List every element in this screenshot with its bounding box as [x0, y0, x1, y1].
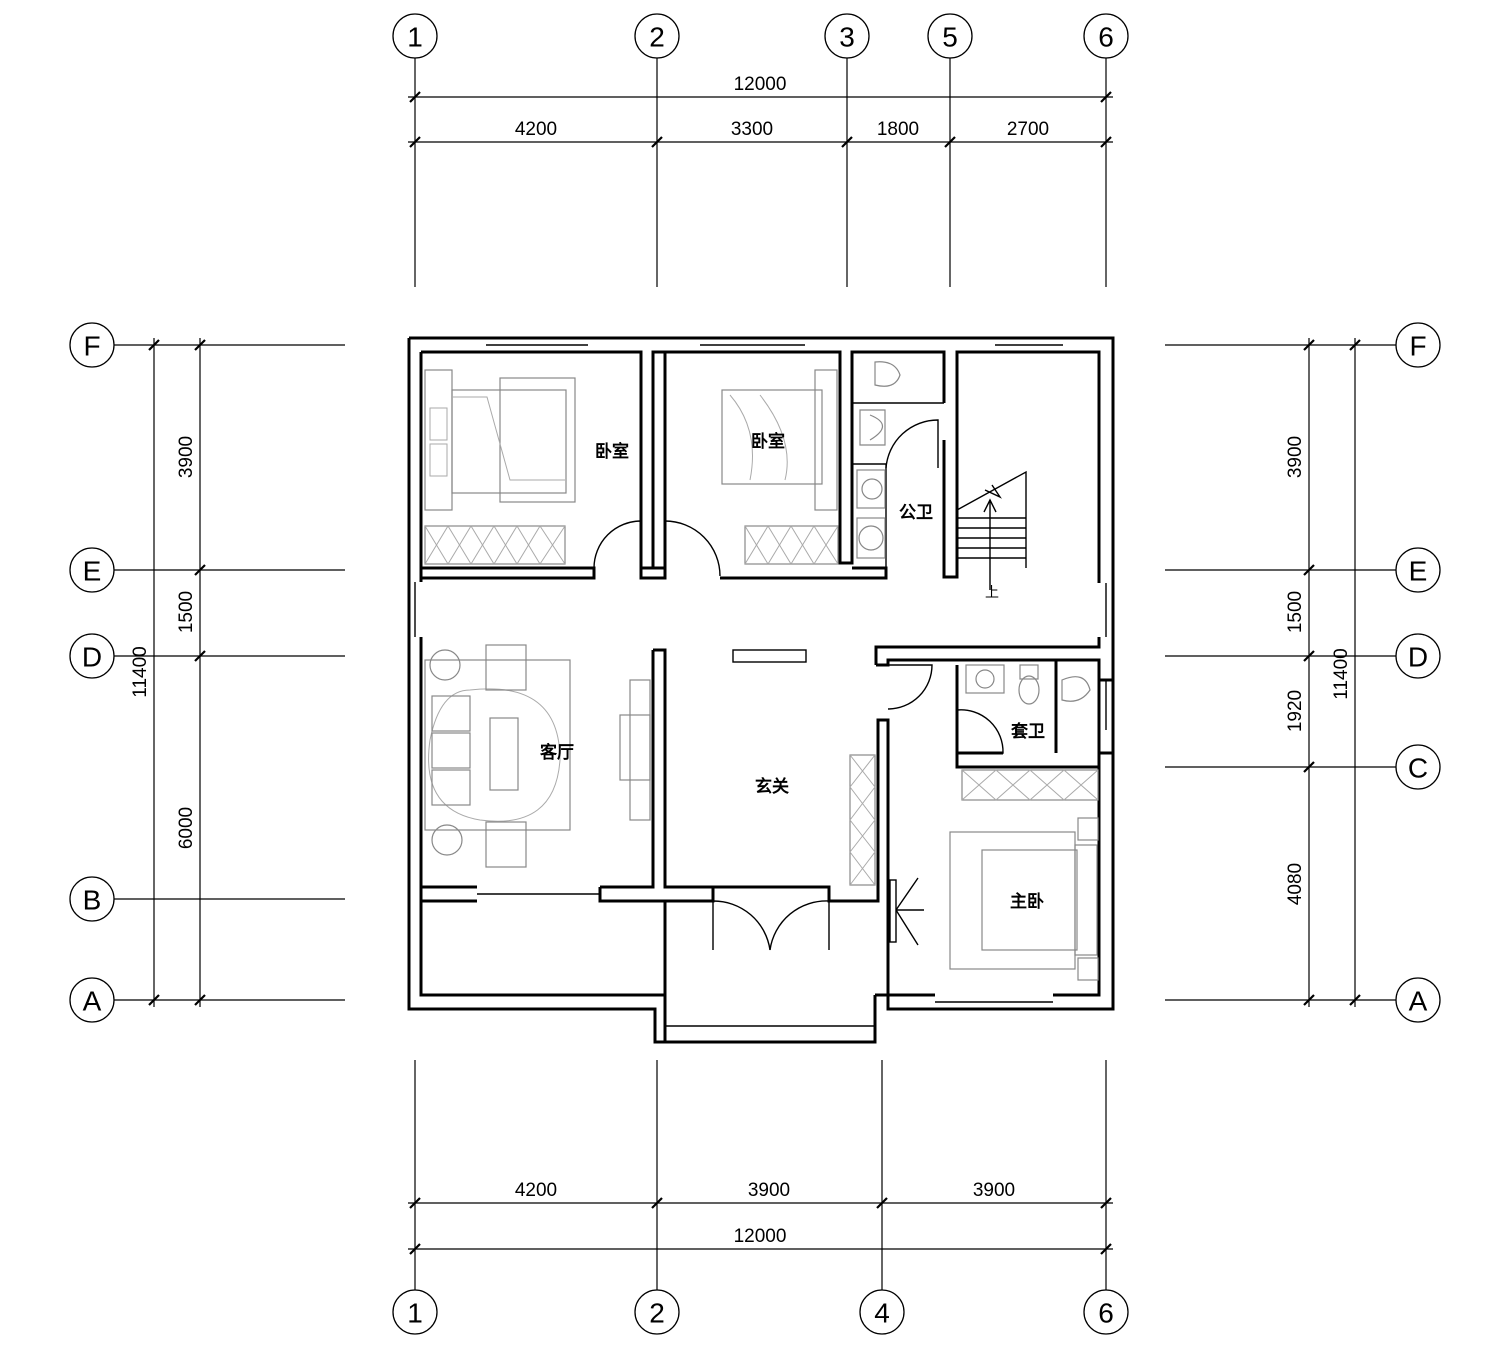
building-walls: [407, 336, 1115, 1044]
furniture-ensuite: [965, 664, 1091, 705]
dim-left-seg-3: 6000: [176, 807, 197, 849]
svg-text:5: 5: [942, 22, 958, 53]
axis-bubble-bottom-4: 4: [859, 1289, 905, 1335]
stair-up-label: 上: [985, 585, 999, 601]
dim-right-seg-4: 4080: [1285, 863, 1306, 905]
room-label-public-bath: 公卫: [899, 503, 933, 523]
dim-bottom-seg-3: 3900: [973, 1180, 1015, 1201]
axis-bubble-bottom-2: 2: [634, 1289, 680, 1335]
axis-bubble-left-B: B: [69, 876, 115, 922]
svg-text:4: 4: [874, 1298, 890, 1329]
axis-bubble-right-E: E: [1395, 547, 1441, 593]
svg-text:2: 2: [649, 1298, 665, 1329]
axis-bubble-right-C: C: [1395, 744, 1441, 790]
room-label-living-room: 客厅: [539, 742, 574, 763]
furniture-bedroom-1: [424, 369, 576, 565]
dim-top-seg-2: 3300: [731, 119, 773, 140]
axis-bubble-top-2: 2: [634, 13, 680, 59]
svg-text:C: C: [1408, 753, 1428, 784]
furniture-public-bath: [856, 361, 901, 559]
axis-bubble-right-F: F: [1395, 322, 1441, 368]
dim-left-seg-1: 3900: [176, 436, 197, 478]
bottom-axis-grid: 4200 3900 3900 12000 1 2 4 6: [392, 1060, 1129, 1335]
svg-text:A: A: [83, 986, 102, 1017]
axis-bubble-top-1: 1: [392, 13, 438, 59]
furniture-foyer: [732, 649, 876, 886]
doors: [593, 419, 1004, 951]
room-label-master-bedroom: 主卧: [1010, 891, 1044, 912]
dim-right-seg-2: 1500: [1285, 591, 1306, 633]
axis-bubble-left-E: E: [69, 547, 115, 593]
svg-text:6: 6: [1098, 22, 1114, 53]
room-label-ensuite-bath: 套卫: [1010, 721, 1045, 742]
dim-right-seg-1: 3900: [1285, 436, 1306, 478]
right-axis-grid: 3900 1500 1920 4080 11400 F E D C A: [1165, 322, 1441, 1023]
top-axis-grid: 12000 4200 3300 1800 2700 1 2 3 5 6: [392, 13, 1129, 287]
furniture-living-room: [424, 644, 651, 868]
dim-bottom-total: 12000: [734, 1226, 787, 1247]
dim-top-seg-3: 1800: [877, 119, 919, 140]
svg-text:D: D: [82, 642, 102, 673]
axis-bubble-left-F: F: [69, 322, 115, 368]
windows: [414, 344, 1107, 1027]
furniture-bedroom-2: [721, 369, 839, 565]
room-label-bedroom-1: 卧室: [595, 441, 629, 462]
axis-bubble-right-D: D: [1395, 633, 1441, 679]
svg-text:F: F: [1409, 331, 1426, 362]
axis-bubble-bottom-1: 1: [392, 1289, 438, 1335]
dim-right-seg-3: 1920: [1285, 690, 1306, 732]
dim-top-seg-1: 4200: [515, 119, 557, 140]
axis-bubble-top-6: 6: [1083, 13, 1129, 59]
svg-text:2: 2: [649, 22, 665, 53]
svg-text:1: 1: [407, 22, 423, 53]
svg-text:E: E: [1409, 556, 1428, 587]
axis-bubble-right-A: A: [1395, 977, 1441, 1023]
dim-right-total: 11400: [1331, 648, 1352, 699]
svg-text:3: 3: [839, 22, 855, 53]
axis-bubble-left-D: D: [69, 633, 115, 679]
dim-bottom-seg-2: 3900: [748, 1180, 790, 1201]
svg-text:E: E: [83, 556, 102, 587]
dim-top-seg-4: 2700: [1007, 119, 1049, 140]
svg-text:6: 6: [1098, 1298, 1114, 1329]
stair: 上: [956, 470, 1027, 601]
svg-text:A: A: [1409, 986, 1428, 1017]
axis-bubble-bottom-6: 6: [1083, 1289, 1129, 1335]
svg-text:F: F: [83, 331, 100, 362]
axis-bubble-left-A: A: [69, 977, 115, 1023]
svg-text:B: B: [83, 885, 102, 916]
dim-top-total: 12000: [734, 74, 787, 95]
axis-bubble-top-5: 5: [927, 13, 973, 59]
room-label-foyer: 玄关: [755, 776, 789, 797]
room-label-bedroom-2: 卧室: [751, 431, 785, 452]
left-axis-grid: 3900 1500 6000 11400 F E D B A: [69, 322, 345, 1023]
axis-bubble-top-3: 3: [824, 13, 870, 59]
dim-left-total: 11400: [130, 646, 151, 697]
dim-bottom-seg-1: 4200: [515, 1180, 557, 1201]
svg-text:D: D: [1408, 642, 1428, 673]
furniture-master-bedroom: [949, 769, 1099, 981]
svg-text:1: 1: [407, 1298, 423, 1329]
dim-left-seg-2: 1500: [176, 591, 197, 633]
